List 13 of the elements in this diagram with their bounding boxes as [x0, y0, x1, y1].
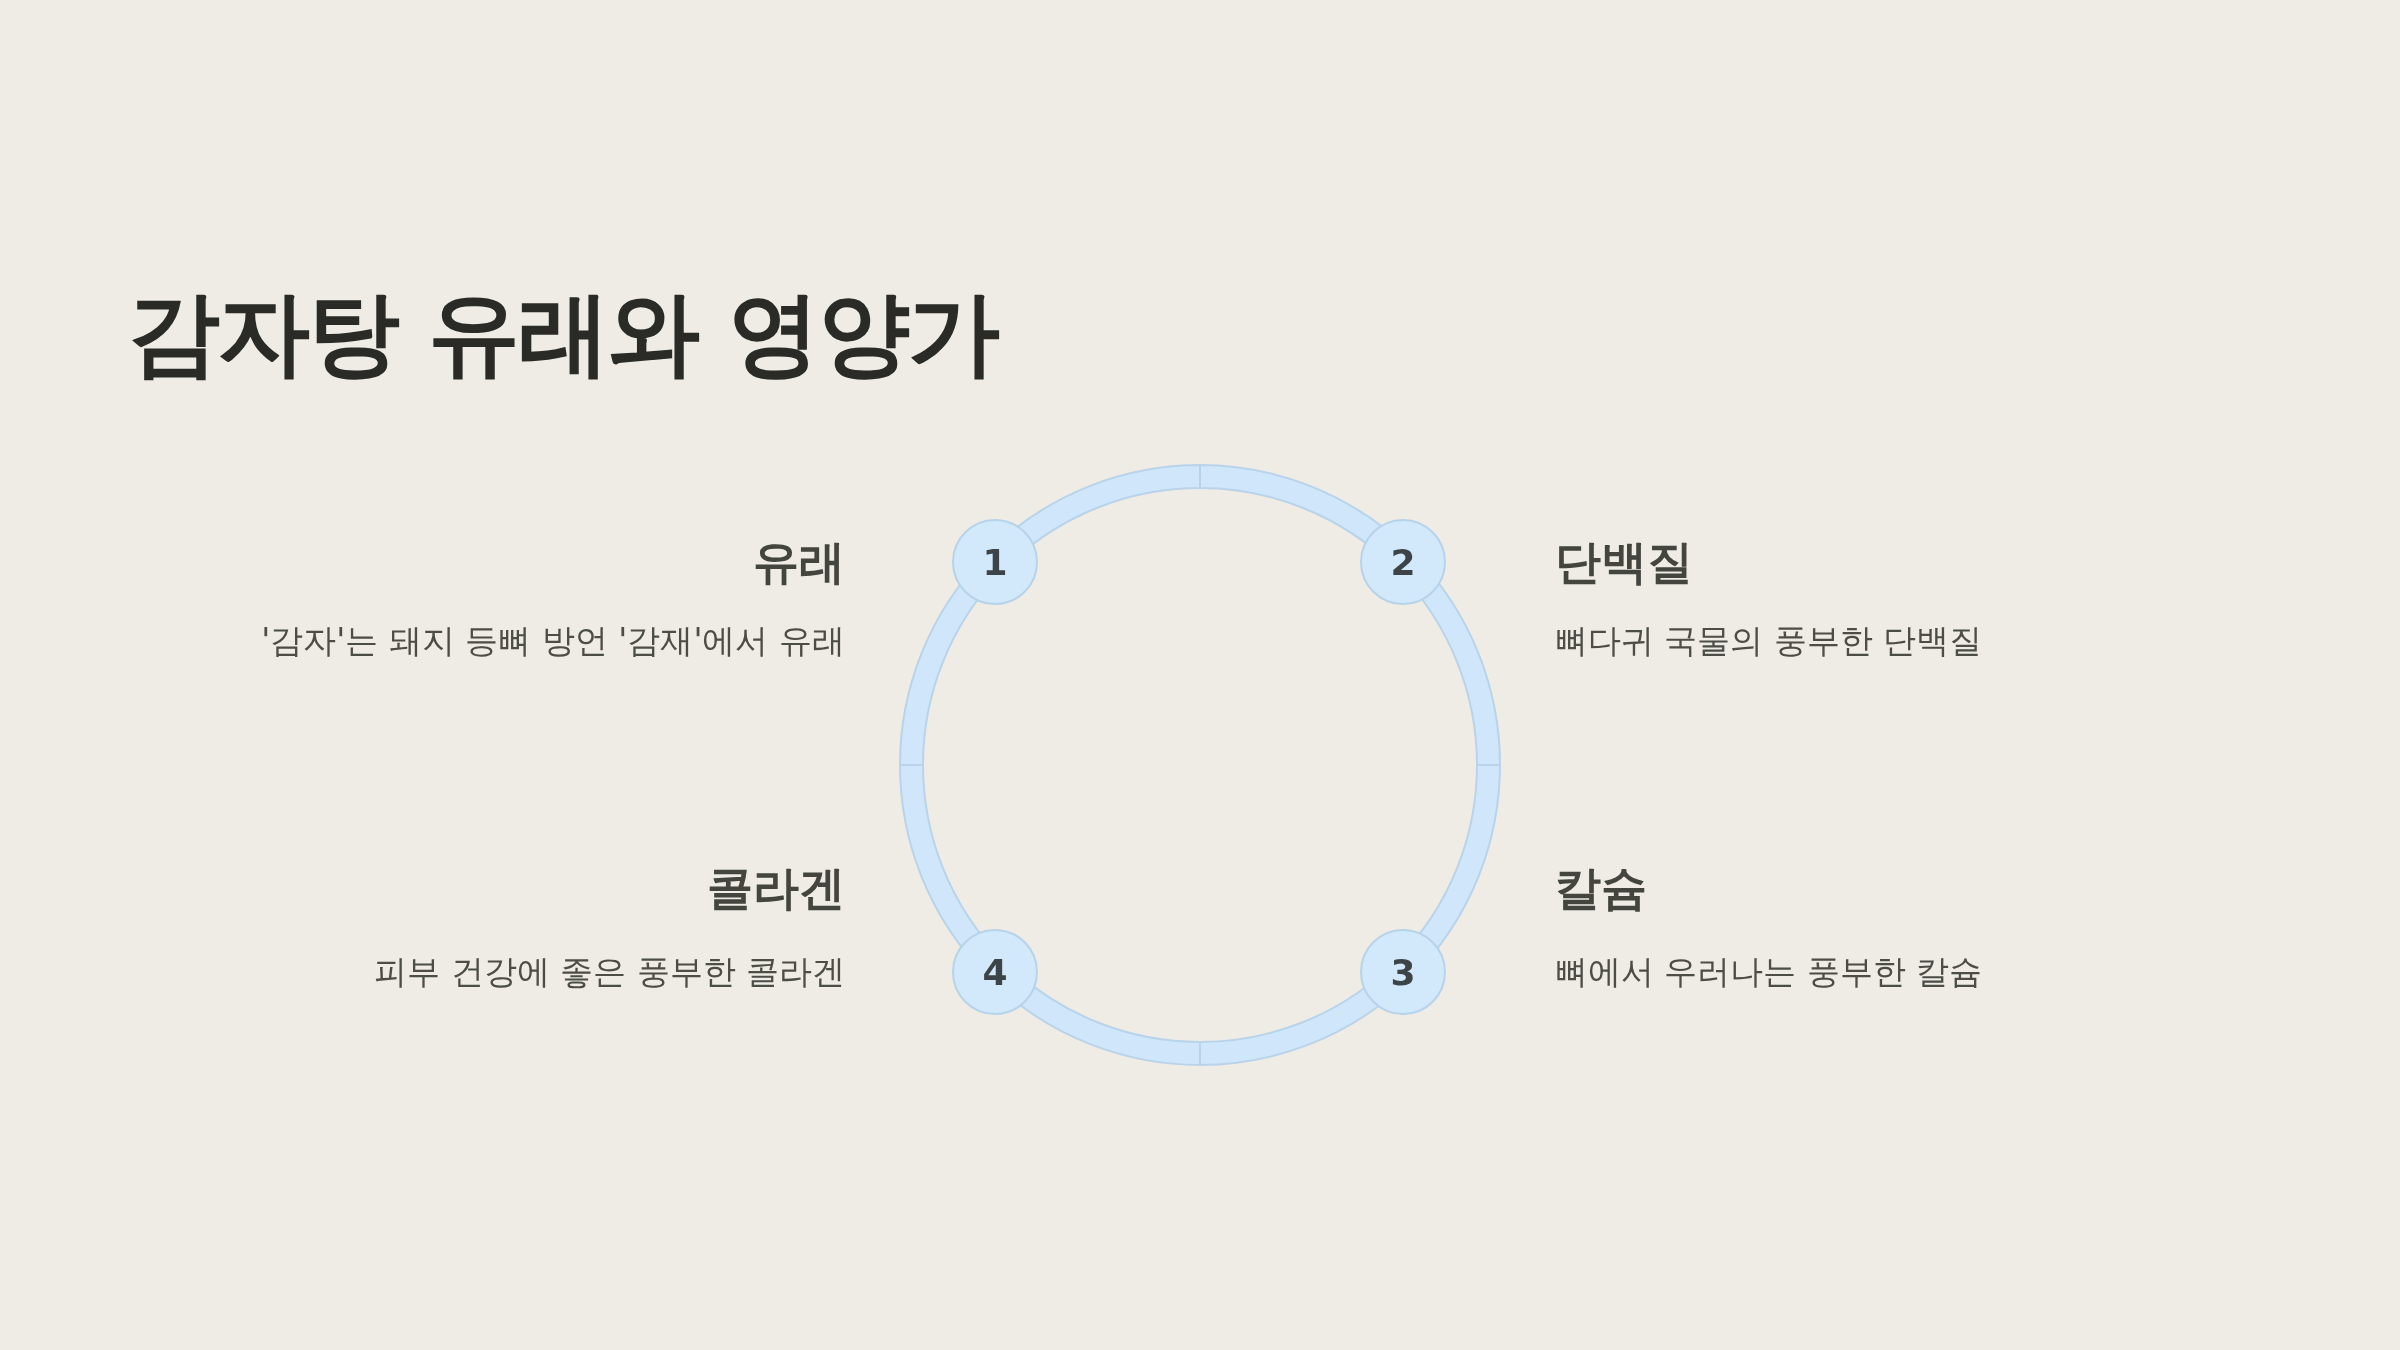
section-heading: 칼슘	[1555, 860, 1647, 917]
section-heading: 단백질	[1555, 534, 1693, 591]
section-heading: 콜라겐	[707, 860, 845, 917]
section-description: 피부 건강에 좋은 풍부한 콜라겐	[374, 951, 845, 993]
section-description: 뼈에서 우러나는 풍부한 칼슘	[1555, 951, 1983, 993]
number-circle: 2	[1360, 519, 1446, 605]
title: 감자탕 유래와 영양가	[128, 279, 999, 389]
section-heading: 유래	[753, 534, 845, 591]
number-circle: 1	[952, 519, 1038, 605]
number-circle: 4	[952, 929, 1038, 1015]
number-circle: 3	[1360, 929, 1446, 1015]
section-description: '감자'는 돼지 등뼈 방언 '감재'에서 유래	[261, 620, 845, 662]
section-description: 뼈다귀 국물의 풍부한 단백질	[1555, 620, 1983, 662]
